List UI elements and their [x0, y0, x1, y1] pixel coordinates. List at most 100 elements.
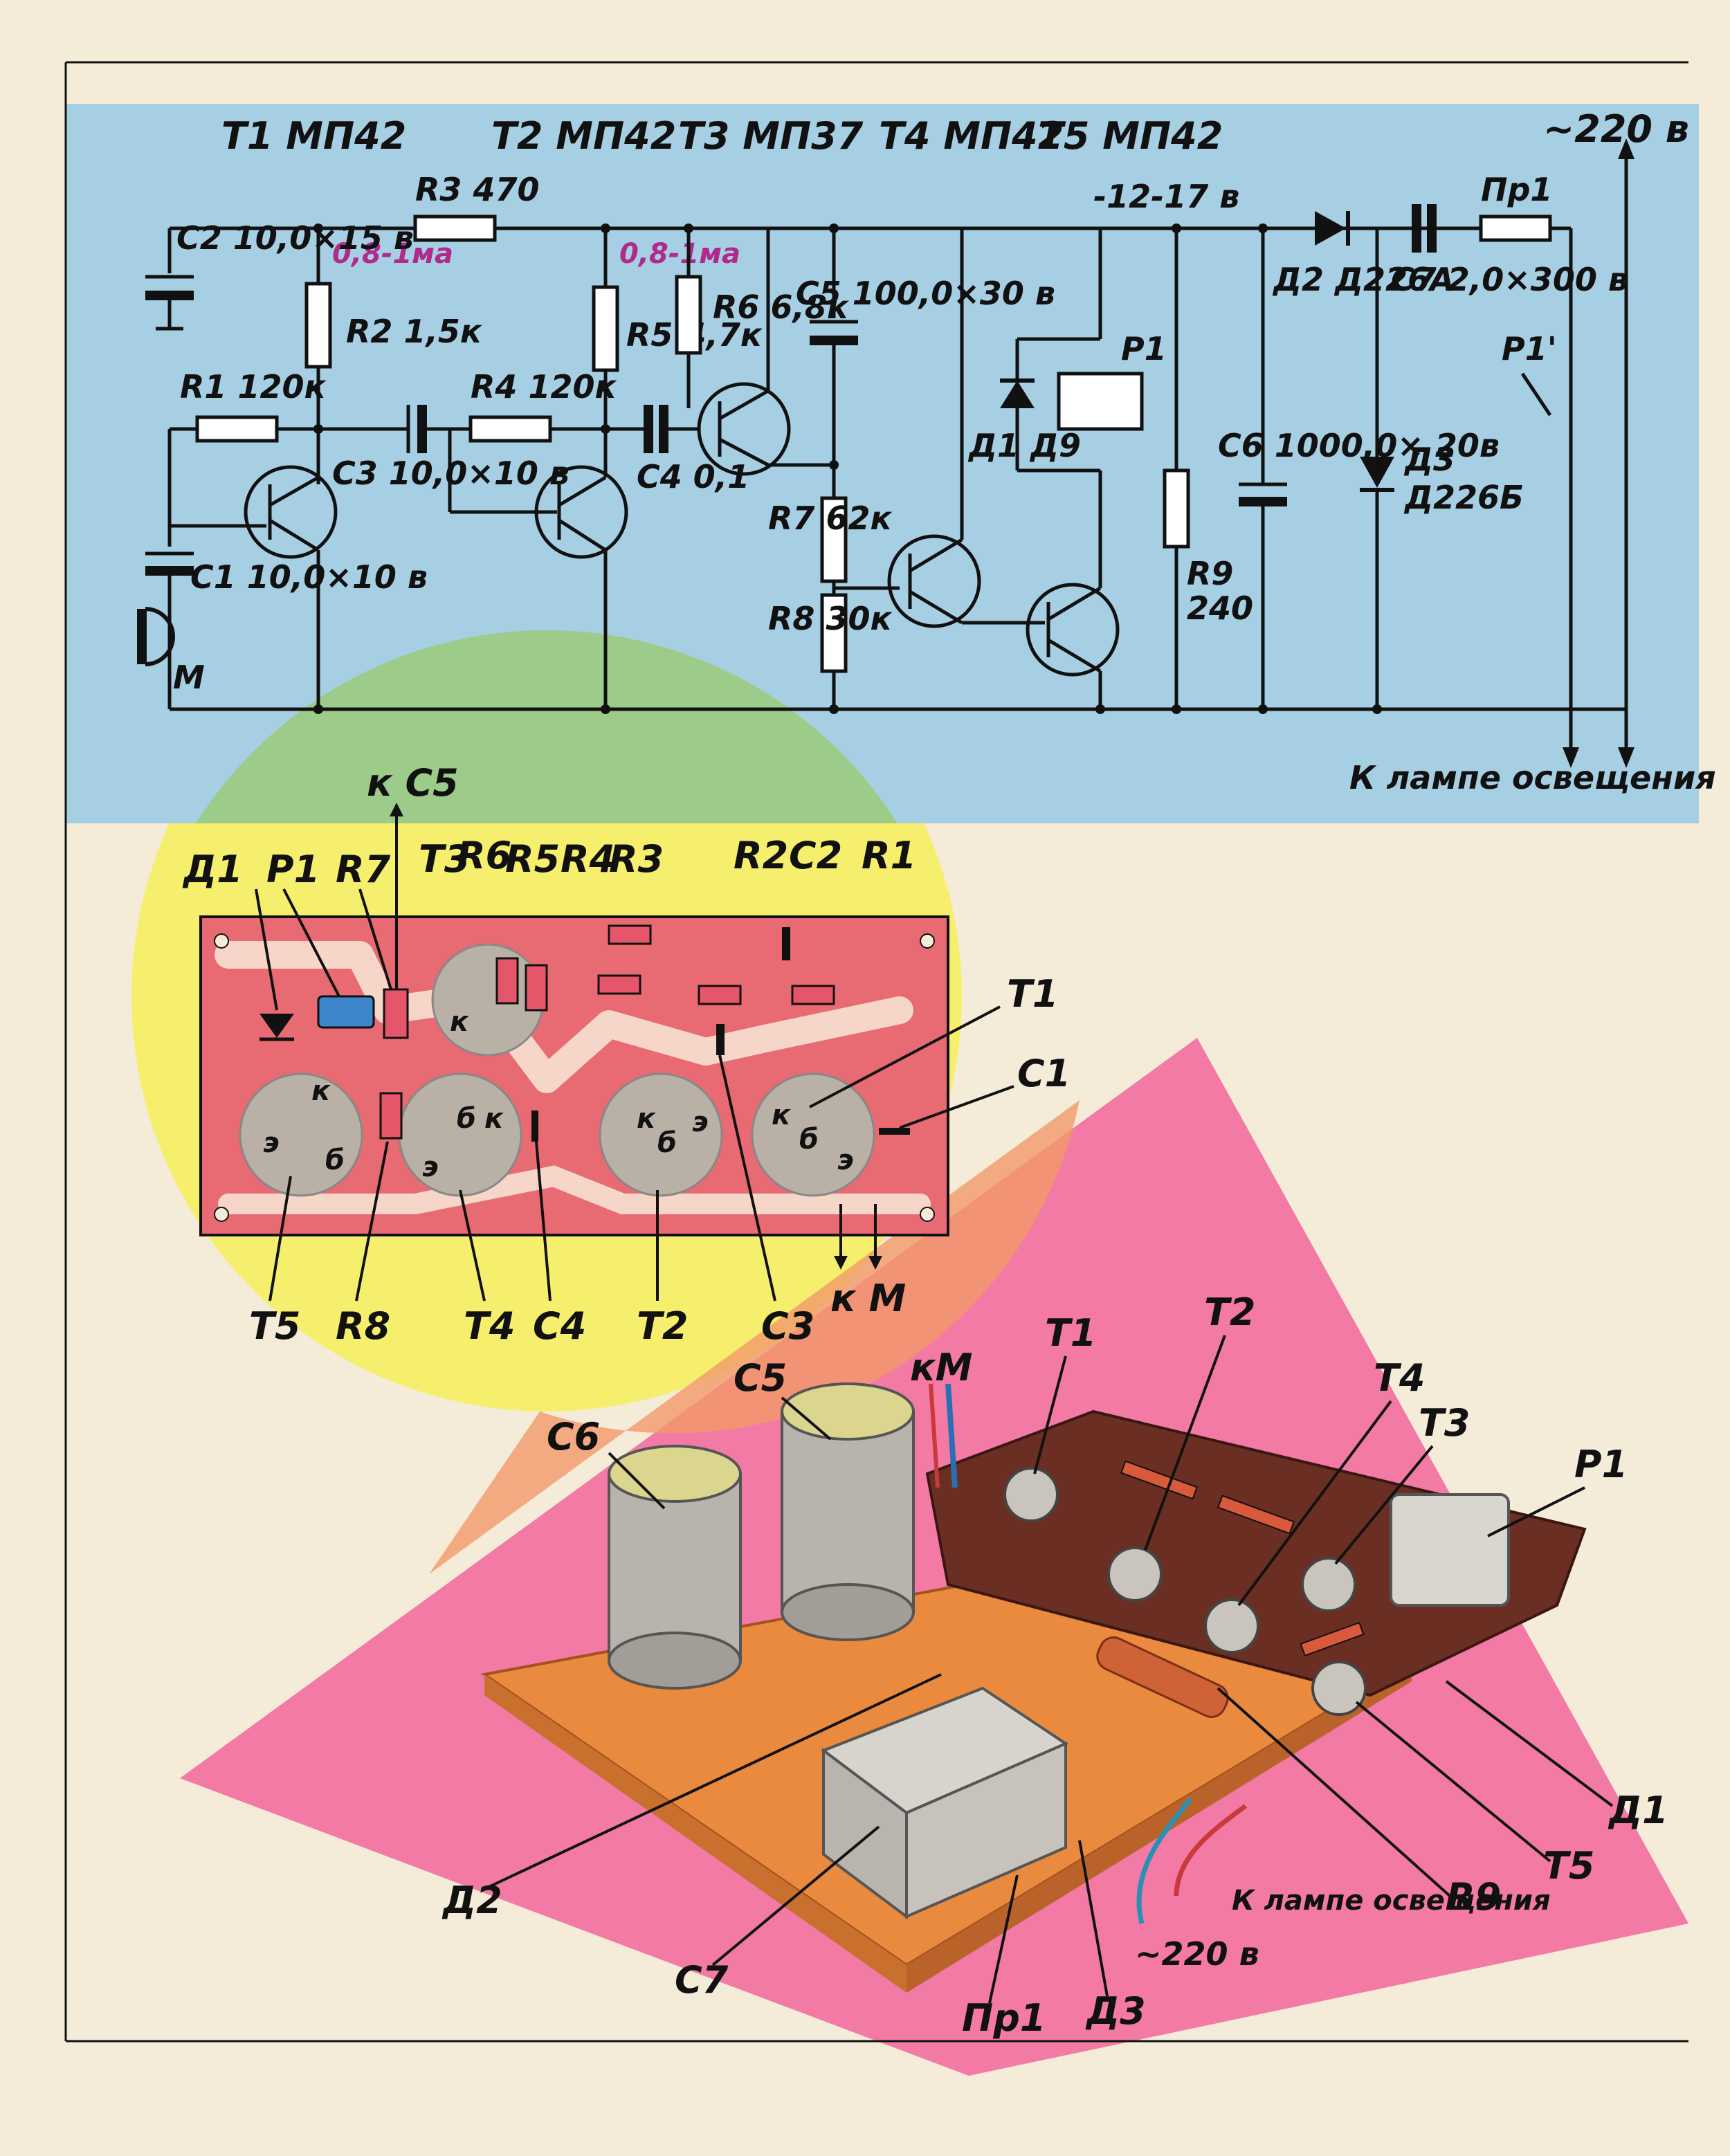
t4-header: T4 МП42	[879, 114, 1064, 158]
c6-label: C6 1000,0× 20в	[1218, 427, 1500, 464]
pcb-c1	[879, 1128, 910, 1135]
to-lamp-label: К лампе освещения	[1349, 759, 1716, 796]
contact-blade	[1520, 372, 1552, 417]
d1-symbol	[1000, 381, 1035, 408]
t1-symbol	[244, 465, 338, 559]
to-c5-arrow	[390, 803, 403, 816]
r3	[413, 214, 497, 242]
to-mic-arrow-a	[834, 1256, 848, 1270]
pin-label: б	[325, 1144, 345, 1176]
asm-label-p1: P1	[1574, 1443, 1628, 1486]
r7-label: R7 62к	[768, 500, 893, 537]
leader-d1	[255, 888, 278, 1011]
asm-label-pr1: Пр1	[962, 1996, 1046, 2040]
t4-emitter	[909, 590, 963, 625]
junction	[1372, 704, 1382, 714]
asm-label-t3: T3	[1419, 1401, 1470, 1445]
asm-label-t2: T2	[1204, 1290, 1255, 1334]
d3-label-a: Д3	[1403, 441, 1455, 478]
junction	[1172, 704, 1181, 714]
mic-label: M	[173, 659, 205, 696]
r4-label: R4 120к	[471, 368, 617, 405]
r8-label: R8 30к	[768, 600, 893, 637]
chassis-edge-left	[484, 1674, 907, 1993]
board-label-r5: R5	[505, 837, 560, 881]
pin-label: э	[263, 1127, 280, 1159]
pcb-layout: к б э б к э к к б э к б э	[182, 761, 1071, 1348]
leader	[1487, 1486, 1585, 1537]
junction	[601, 424, 610, 434]
c5-top	[781, 1382, 915, 1441]
junction	[1172, 223, 1181, 233]
c5-bottom	[781, 1583, 915, 1641]
leader	[1033, 1355, 1067, 1474]
asm-label-km: кМ	[910, 1346, 972, 1389]
leader-t4	[459, 1189, 486, 1301]
resistor-part	[1300, 1621, 1365, 1657]
r6-label: R6 6,8к	[713, 289, 850, 326]
r9	[1163, 468, 1190, 549]
c5-can	[781, 1410, 915, 1614]
junction	[313, 223, 323, 233]
d3-label-b: Д226Б	[1403, 479, 1524, 516]
r5	[592, 285, 619, 372]
r9-part	[1096, 1636, 1229, 1718]
junction	[1258, 223, 1268, 233]
board-label-c4: C4	[533, 1304, 586, 1348]
r2-label: R2 1,5к	[346, 313, 483, 350]
c2-plate-b	[145, 291, 194, 300]
leader-c1	[899, 1085, 1014, 1129]
leader	[1334, 1445, 1434, 1565]
junction	[601, 223, 610, 233]
to-mic-arrow-b	[868, 1256, 882, 1270]
leader	[1355, 1701, 1551, 1863]
t1-part	[1003, 1467, 1059, 1522]
to-mic-label: к М	[830, 1277, 906, 1320]
leader-t5	[268, 1176, 292, 1301]
board-label-d1: Д1	[182, 848, 243, 891]
junction	[313, 704, 323, 714]
asm-label-c5: C5	[734, 1356, 787, 1400]
t2-collector	[558, 475, 607, 507]
pin-label: к	[484, 1103, 504, 1135]
supply-voltage: -12-17 в	[1093, 178, 1239, 215]
r1-label: R1 120к	[180, 368, 327, 405]
pin-label: б	[657, 1127, 677, 1159]
r9-label-a: R9	[1187, 555, 1233, 592]
r6	[675, 275, 702, 355]
junction	[601, 704, 610, 714]
t4-collector	[909, 538, 963, 573]
d1-label: Д1 Д9	[967, 427, 1081, 464]
pin-label: э	[692, 1106, 709, 1138]
d2-symbol	[1315, 211, 1346, 246]
board-label-r3: R3	[609, 837, 664, 881]
r4	[468, 415, 552, 443]
assembly-illustration: C6 C5 кМ T1 T2 T4 T3 P1 Д1 T5 R9 Д2 C7 П…	[441, 1290, 1668, 2040]
t5-symbol	[1026, 583, 1120, 677]
junction	[829, 460, 839, 470]
asm-label-t1: T1	[1045, 1311, 1096, 1355]
pin-label: к	[450, 1006, 469, 1038]
mains-wire-part	[1136, 1797, 1192, 1924]
pin-label: б	[457, 1103, 476, 1135]
board-label-r8: R8	[336, 1304, 390, 1348]
board-label-r6: R6	[457, 834, 511, 877]
schematic: 0,8-1ма R2 1,5к R1 120к C1 10,0×10 в M C…	[137, 107, 1716, 796]
relay-coil	[1057, 372, 1144, 431]
leader	[1144, 1335, 1226, 1551]
pcb-c2	[782, 927, 790, 960]
junction	[829, 704, 839, 714]
junction	[684, 223, 693, 233]
board-label-c1: C1	[1017, 1052, 1071, 1095]
asm-label-r9: R9	[1446, 1875, 1501, 1919]
t1-pad	[751, 1072, 875, 1197]
pcb-r3	[608, 924, 652, 945]
leader	[1445, 1680, 1614, 1807]
t5-part	[1311, 1661, 1367, 1716]
c7-label: C7 2,0×300 в	[1391, 261, 1628, 298]
leader-c3	[718, 1054, 776, 1301]
asm-label-t5: T5	[1543, 1844, 1594, 1888]
board-label-r7: R7	[336, 848, 391, 891]
p1-label: P1	[1121, 330, 1167, 367]
t2-emitter	[558, 518, 607, 552]
